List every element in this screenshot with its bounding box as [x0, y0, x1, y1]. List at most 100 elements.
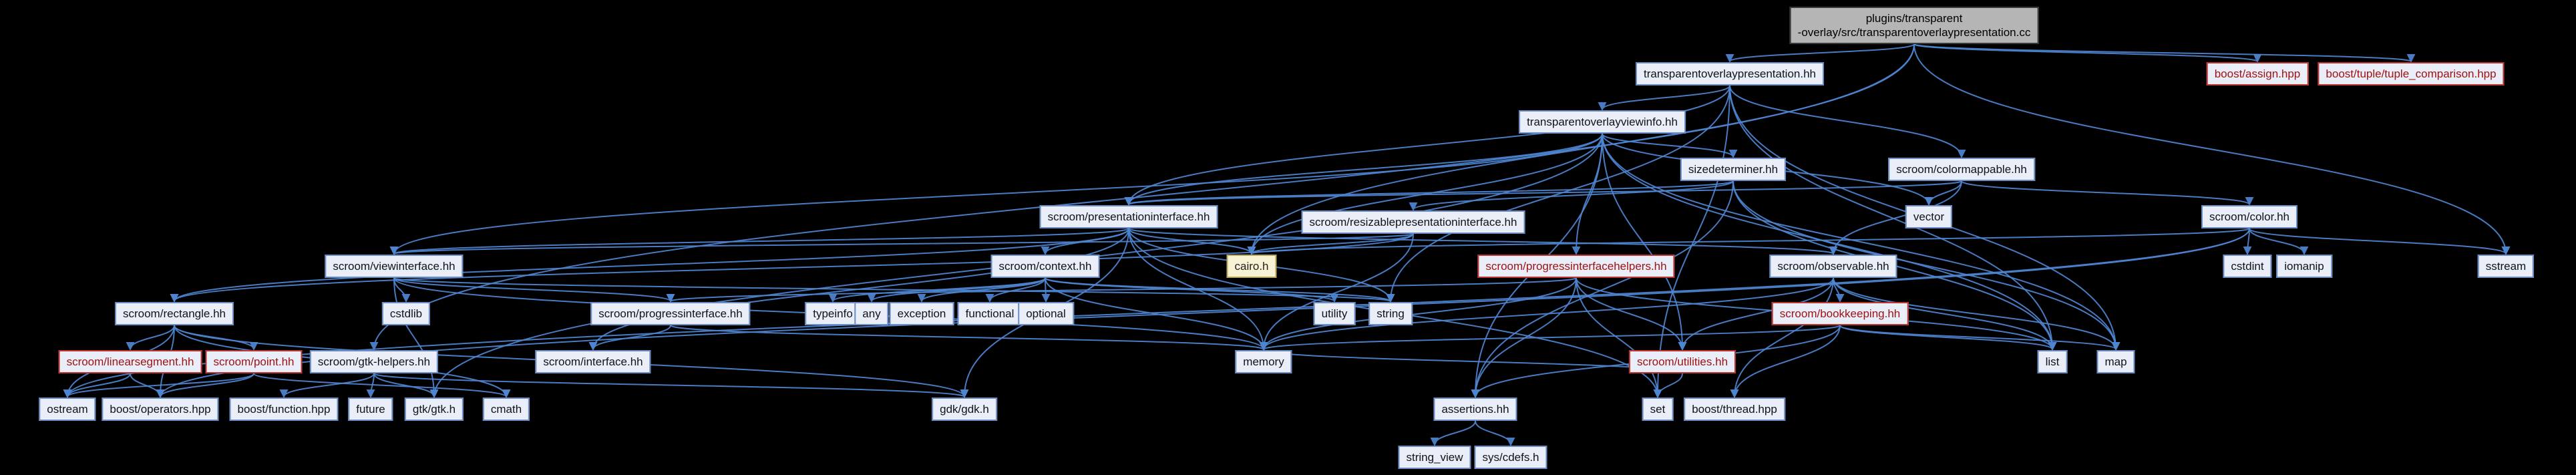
graph-node-scroom-utilities-hh[interactable]: scroom/utilities.hh [1628, 350, 1736, 373]
graph-node-boost-assign-hpp[interactable]: boost/assign.hpp [2206, 62, 2309, 86]
graph-node-label: cairo.h [1234, 260, 1269, 273]
edge-scroom-bookkeeping-hh-to-memory [1260, 325, 1841, 351]
graph-node-exception[interactable]: exception [889, 302, 954, 325]
edge-scroom-colormappable-hh-to-scroom-color-hh [1961, 180, 2254, 206]
graph-node-gtk-gtk-h[interactable]: gtk/gtk.h [404, 398, 464, 421]
graph-node-label: scroom/observable.hh [1777, 260, 1889, 273]
edge-scroom-linearsegment-hh-to-ostream [63, 373, 131, 398]
graph-node-label: map [2104, 355, 2127, 368]
graph-node-scroom-gtk-helpers-hh[interactable]: scroom/gtk-helpers.hh [309, 350, 439, 373]
graph-node-scroom-presentationinterface-hh[interactable]: scroom/presentationinterface.hh [1039, 205, 1218, 228]
edge-sizedeterminer-hh-to-map [1732, 180, 2121, 351]
graph-node-scroom-viewinterface-hh[interactable]: scroom/viewinterface.hh [325, 255, 464, 278]
edge-scroom-resizablepresentationinterface-hh-to-memory [1259, 233, 1414, 351]
edge-scroom-point-hh-to-boost-operators-hpp [156, 373, 254, 398]
edge-scroom-bookkeeping-hh-to-list [1839, 325, 2057, 351]
graph-node-boost-operators-hpp[interactable]: boost/operators.hpp [102, 398, 219, 421]
edge-scroom-context-hh-to-utility [1045, 277, 1339, 303]
graph-node-any[interactable]: any [854, 302, 889, 325]
edge-sizedeterminer-hh-to-scroom-resizablepresentationinterface-hh [1409, 180, 1734, 211]
graph-node-assertions-hh[interactable]: assertions.hh [1433, 398, 1517, 421]
edge-scroom-viewinterface-hh-to-scroom-progressinterface-hh [393, 277, 675, 303]
edge-main-cc-to-boost-assign-hpp [1913, 43, 2262, 63]
graph-node-vector[interactable]: vector [1905, 205, 1953, 228]
graph-node-scroom-context-hh[interactable]: scroom/context.hh [990, 255, 1100, 278]
graph-node-gdk-gdk-h[interactable]: gdk/gdk.h [932, 398, 997, 421]
graph-node-scroom-linearsegment-hh[interactable]: scroom/linearsegment.hh [58, 350, 202, 373]
graph-node-scroom-color-hh[interactable]: scroom/color.hh [2201, 205, 2297, 228]
graph-node-label: assertions.hh [1441, 403, 1509, 416]
edge-transparentoverlaypresentation-hh-to-list [1729, 85, 2057, 351]
graph-node-future[interactable]: future [348, 398, 393, 421]
edge-transparentoverlayviewinfo-hh-to-cairo-h [1247, 133, 1603, 255]
graph-node-scroom-bookkeeping-hh[interactable]: scroom/bookkeeping.hh [1771, 302, 1909, 325]
graph-node-sstream[interactable]: sstream [2477, 255, 2535, 278]
edge-scroom-rectangle-hh-to-scroom-point-hh [174, 325, 258, 351]
graph-node-scroom-progressinterface-hh[interactable]: scroom/progressinterface.hh [590, 302, 751, 325]
graph-node-string[interactable]: string [1368, 302, 1413, 325]
graph-node-scroom-rectangle-hh[interactable]: scroom/rectangle.hh [114, 302, 234, 325]
graph-node-sizedeterminer-hh[interactable]: sizedeterminer.hh [1680, 158, 1787, 181]
edge-scroom-viewinterface-hh-to-string [393, 277, 1395, 303]
edge-transparentoverlayviewinfo-hh-to-map [1602, 133, 2121, 351]
graph-node-label: ostream [47, 403, 88, 416]
graph-node-label: scroom/utilities.hh [1636, 355, 1728, 368]
edge-scroom-colormappable-hh-to-scroom-observable-hh [1829, 180, 1962, 255]
edge-scroom-progressinterfacehelpers-hh-to-memory [1259, 277, 1577, 351]
graph-node-scroom-interface-hh[interactable]: scroom/interface.hh [535, 350, 651, 373]
graph-node-label: cstdint [2231, 260, 2264, 273]
edge-scroom-context-hh-to-exception [917, 277, 1046, 303]
graph-node-functional[interactable]: functional [957, 302, 1023, 325]
graph-node-typeinfo[interactable]: typeinfo [805, 302, 861, 325]
graph-node-scroom-progressinterfacehelpers-hh[interactable]: scroom/progressinterfacehelpers.hh [1477, 255, 1675, 278]
graph-node-boost-thread-hpp[interactable]: boost/thread.hpp [1684, 398, 1785, 421]
graph-node-transparentoverlaypresentation-hh[interactable]: transparentoverlaypresentation.hh [1636, 62, 1824, 86]
graph-node-label: scroom/resizablepresentationinterface.hh [1309, 216, 1517, 228]
graph-node-label: typeinfo [813, 307, 853, 320]
edge-group [63, 43, 2511, 446]
graph-node-cairo-h[interactable]: cairo.h [1226, 255, 1277, 278]
graph-node-transparentoverlayviewinfo-hh[interactable]: transparentoverlayviewinfo.hh [1519, 110, 1686, 134]
graph-node-label: boost/thread.hpp [1692, 403, 1777, 416]
graph-node-main-cc[interactable]: plugins/transparent-overlay/src/transpar… [1789, 7, 2039, 44]
graph-node-label: transparentoverlayviewinfo.hh [1527, 116, 1678, 128]
graph-node-iomanip[interactable]: iomanip [2276, 255, 2332, 278]
edge-scroom-presentationinterface-hh-to-scroom-viewinterface-hh [390, 228, 1129, 255]
edge-scroom-observable-hh-to-boost-thread-hpp [1730, 277, 1834, 398]
graph-node-scroom-resizablepresentationinterface-hh[interactable]: scroom/resizablepresentationinterface.hh [1301, 210, 1525, 234]
graph-node-boost-tuple-comparison-hpp[interactable]: boost/tuple/tuple_comparison.hpp [2318, 62, 2505, 86]
graph-node-memory[interactable]: memory [1235, 350, 1292, 373]
graph-node-label: scroom/presentationinterface.hh [1047, 210, 1210, 223]
edge-scroom-gtk-helpers-hh-to-gdk-gdk-h [373, 373, 968, 398]
edge-main-cc-to-transparentoverlaypresentation-hh [1725, 43, 1915, 63]
graph-node-label: iomanip [2284, 260, 2324, 273]
graph-node-cmath[interactable]: cmath [482, 398, 530, 421]
graph-node-sys-cdefs-h[interactable]: sys/cdefs.h [1474, 446, 1547, 469]
graph-node-scroom-colormappable-hh[interactable]: scroom/colormappable.hh [1888, 158, 2035, 181]
graph-node-label: set [1650, 403, 1666, 416]
edge-scroom-resizablepresentationinterface-hh-to-scroom-viewinterface-hh [390, 233, 1414, 255]
graph-node-scroom-observable-hh[interactable]: scroom/observable.hh [1769, 255, 1897, 278]
edge-scroom-point-hh-to-ostream [63, 373, 254, 398]
graph-node-label: functional [965, 307, 1015, 320]
graph-node-string-view[interactable]: string_view [1398, 446, 1471, 469]
graph-node-boost-function-hpp[interactable]: boost/function.hpp [229, 398, 339, 421]
edge-transparentoverlaypresentation-hh-to-scroom-colormappable-hh [1729, 85, 1966, 158]
graph-node-list[interactable]: list [2037, 350, 2068, 373]
edge-transparentoverlayviewinfo-hh-to-sizedeterminer-hh [1602, 133, 1738, 158]
graph-node-scroom-point-hh[interactable]: scroom/point.hh [205, 350, 303, 373]
graph-node-cstdint[interactable]: cstdint [2223, 255, 2272, 278]
graph-node-ostream[interactable]: ostream [39, 398, 96, 421]
edge-scroom-colormappable-hh-to-vector [1924, 180, 1962, 206]
graph-node-utility[interactable]: utility [1313, 302, 1356, 325]
edge-transparentoverlaypresentation-hh-to-set [1653, 85, 1730, 398]
edge-main-cc-to-sstream [1913, 43, 2511, 255]
graph-node-cstdlib[interactable]: cstdlib [381, 302, 431, 325]
graph-node-set[interactable]: set [1642, 398, 1674, 421]
graph-node-label: scroom/progressinterface.hh [598, 307, 743, 320]
graph-node-label: memory [1243, 355, 1284, 368]
graph-node-label: scroom/linearsegment.hh [66, 355, 194, 368]
graph-node-label: future [356, 403, 385, 416]
graph-node-map[interactable]: map [2096, 350, 2135, 373]
graph-node-optional[interactable]: optional [1018, 302, 1074, 325]
